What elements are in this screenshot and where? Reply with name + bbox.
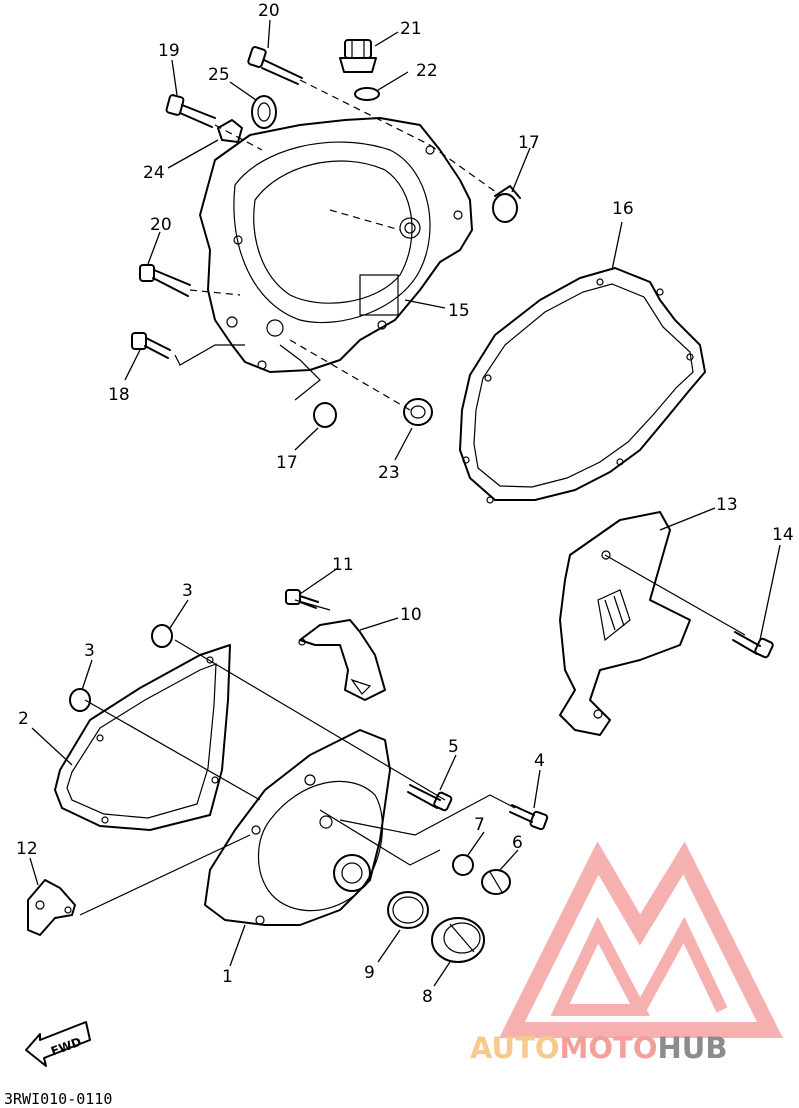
diagram-code: 3RWI010-0110 — [4, 1090, 112, 1108]
callout-2: 2 — [18, 709, 29, 729]
dowel-pin-part-17-bottom — [313, 402, 337, 428]
plug-part-8 — [431, 917, 485, 963]
callout-21: 21 — [400, 19, 422, 39]
callout-24: 24 — [143, 163, 165, 183]
dowel-pin-part-17-top — [492, 185, 521, 223]
clip-part-24 — [217, 119, 243, 143]
callout-20-left: 20 — [150, 215, 172, 235]
callout-22: 22 — [416, 61, 438, 81]
fwd-label: FWD — [49, 1035, 83, 1059]
callout-10: 10 — [400, 605, 422, 625]
bracket-part-10 — [298, 619, 386, 701]
callout-5: 5 — [448, 737, 459, 757]
assembly-lines — [79, 79, 746, 916]
callout-13: 13 — [716, 495, 738, 515]
callout-17-bottom: 17 — [276, 453, 298, 473]
gasket-part-16 — [459, 267, 706, 504]
clamp-part-12 — [27, 879, 76, 936]
callout-15: 15 — [448, 301, 470, 321]
callout-leaders — [29, 19, 781, 987]
wordmark-hub: HUB — [658, 1031, 728, 1065]
callout-17-top: 17 — [518, 133, 540, 153]
oil-filler-cap-part-21 — [339, 39, 377, 73]
callout-8: 8 — [422, 987, 433, 1007]
wordmark-auto: AUTO — [470, 1031, 560, 1065]
oil-seal-part-23 — [403, 398, 433, 426]
bolt-part-20-top — [247, 46, 303, 85]
o-ring-part-9 — [387, 891, 429, 929]
callout-labels: 20 21 22 19 25 24 17 20 16 15 18 17 23 1… — [16, 1, 794, 1007]
plug-part-6 — [481, 869, 511, 895]
o-ring-part-7 — [452, 854, 474, 876]
callout-20-top: 20 — [258, 1, 280, 21]
bolt-part-18 — [131, 332, 171, 359]
dowel-pin-part-3-upper — [151, 624, 173, 648]
callout-3-lower: 3 — [84, 641, 95, 661]
callout-11: 11 — [332, 555, 354, 575]
callout-23: 23 — [378, 463, 400, 483]
callout-9: 9 — [364, 963, 375, 983]
automotohub-wordmark: AUTOMOTOHUB — [470, 1031, 727, 1065]
automotohub-logo — [499, 841, 783, 1038]
forward-arrow-icon: FWD — [25, 1021, 91, 1067]
callout-4: 4 — [534, 751, 545, 771]
callout-16: 16 — [612, 199, 634, 219]
sprocket-cover-part-13 — [559, 511, 691, 736]
callout-19: 19 — [158, 41, 180, 61]
callout-7: 7 — [474, 815, 485, 835]
dowel-pin-part-3-lower — [69, 688, 91, 712]
callout-12: 12 — [16, 839, 38, 859]
wordmark-moto: MOTO — [560, 1031, 658, 1065]
oil-seal-part-25-inner — [257, 102, 271, 122]
callout-25: 25 — [208, 65, 230, 85]
oil-seal-part-25 — [251, 95, 277, 129]
callout-1: 1 — [222, 967, 233, 987]
callout-3-upper: 3 — [182, 581, 193, 601]
bolt-part-19 — [165, 94, 216, 128]
o-ring-part-22 — [354, 87, 380, 101]
bolt-part-11 — [285, 589, 319, 609]
bolt-part-14 — [732, 631, 774, 659]
callout-6: 6 — [512, 833, 523, 853]
bolt-part-4 — [509, 804, 549, 831]
crankcase-cover-part-15 — [199, 117, 473, 373]
gasket-part-2 — [54, 644, 231, 831]
bolt-part-5 — [407, 784, 453, 812]
callout-18: 18 — [108, 385, 130, 405]
bolt-part-20-left — [139, 264, 191, 297]
callout-14: 14 — [772, 525, 794, 545]
generator-cover-part-1 — [204, 729, 391, 926]
